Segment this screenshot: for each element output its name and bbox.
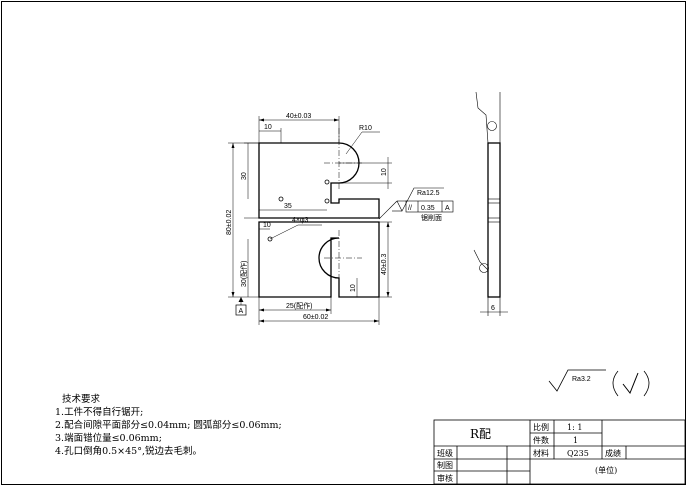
datum-letter: A xyxy=(239,308,244,315)
scale-label: 比例 xyxy=(533,422,549,432)
count-label: 件数 xyxy=(533,435,549,445)
dim-35: 35 xyxy=(284,203,292,210)
flatness-datum: A xyxy=(445,205,450,212)
dim-30-lower: 30(配作) xyxy=(239,261,248,287)
side-view-details xyxy=(473,91,508,316)
datum-box xyxy=(235,304,247,316)
lower-part-outline xyxy=(258,221,380,298)
tech-req-title: 技术要求 xyxy=(62,394,101,405)
dim-10-right: 10 xyxy=(381,168,388,176)
dim-holes: 4×φ3 xyxy=(292,217,309,224)
cut-face-note: 锯削面 xyxy=(421,213,442,222)
dim-30-upper: 30 xyxy=(241,172,248,180)
material-value: Q235 xyxy=(567,449,589,458)
unit-label: (单位) xyxy=(595,465,617,475)
dim-25: 25(配作) xyxy=(286,301,312,310)
flatness-symbol: // xyxy=(408,205,412,212)
dim-40-right: 40±0.3 xyxy=(381,254,388,275)
checked-label: 审核 xyxy=(437,473,453,483)
tech-req-item-3: 3.端面错位量≤0.06mm; xyxy=(55,433,162,444)
flatness-frame xyxy=(405,200,454,213)
dim-10-depth: 10 xyxy=(350,284,357,292)
dim-80: 80±0.02 xyxy=(226,210,233,235)
roughness-general: Ra3.2 xyxy=(572,376,591,383)
score-label: 成绩 xyxy=(605,448,621,458)
tech-req-item-1: 1.工件不得自行锯开; xyxy=(55,407,144,418)
dim-60: 60±0.02 xyxy=(303,314,328,321)
roughness-symbol-top xyxy=(378,187,444,220)
dim-r10: R10 xyxy=(359,125,372,132)
drawn-label: 制图 xyxy=(437,460,453,470)
material-label: 材料 xyxy=(533,448,549,458)
general-roughness-symbol xyxy=(548,369,650,397)
flatness-value: 0.35 xyxy=(421,205,435,212)
arrow-heads xyxy=(231,118,390,323)
dimension-lines xyxy=(228,116,392,325)
roughness-top: Ra12.5 xyxy=(417,190,440,197)
tech-req-item-4: 4.孔口倒角0.5×45°,锐边去毛刺。 xyxy=(55,446,202,457)
class-label: 班级 xyxy=(437,448,453,458)
dim-40: 40±0.03 xyxy=(286,113,311,120)
dim-10-hole: 10 xyxy=(263,222,271,229)
part-name: R配 xyxy=(470,427,491,441)
tech-req-item-2: 2.配合间隙平面部分≤0.04mm; 圆弧部分≤0.06mm; xyxy=(55,420,282,431)
dim-6: 6 xyxy=(491,305,495,312)
count-value: 1 xyxy=(573,436,578,445)
scale-value: 1: 1 xyxy=(567,423,582,432)
holes xyxy=(267,179,330,242)
title-block-grid xyxy=(433,419,686,485)
side-view xyxy=(487,142,501,298)
dim-10-top: 10 xyxy=(264,124,272,131)
upper-part-outline xyxy=(258,142,380,219)
